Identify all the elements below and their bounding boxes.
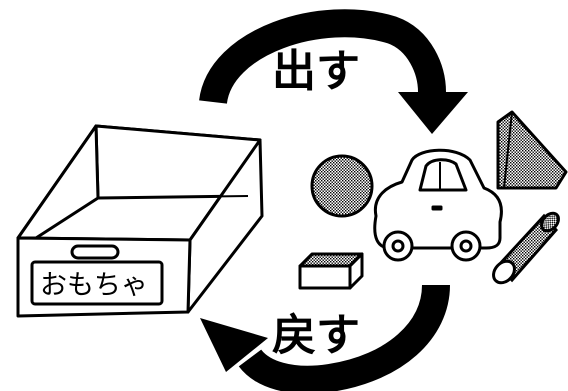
toy-box-label: おもちゃ xyxy=(40,270,148,301)
toy-box-icon xyxy=(16,124,264,318)
triangle-block-icon xyxy=(496,110,568,190)
put-back-arrow-icon xyxy=(200,284,450,391)
toy-car-icon xyxy=(373,148,503,262)
put-back-label: 戻す xyxy=(272,310,360,361)
take-out-label: 出す xyxy=(272,46,360,97)
take-out-arrow-icon xyxy=(199,9,468,134)
rectangular-block-icon xyxy=(298,252,364,290)
ball-icon xyxy=(310,154,374,218)
cylinder-block-icon xyxy=(492,211,560,285)
